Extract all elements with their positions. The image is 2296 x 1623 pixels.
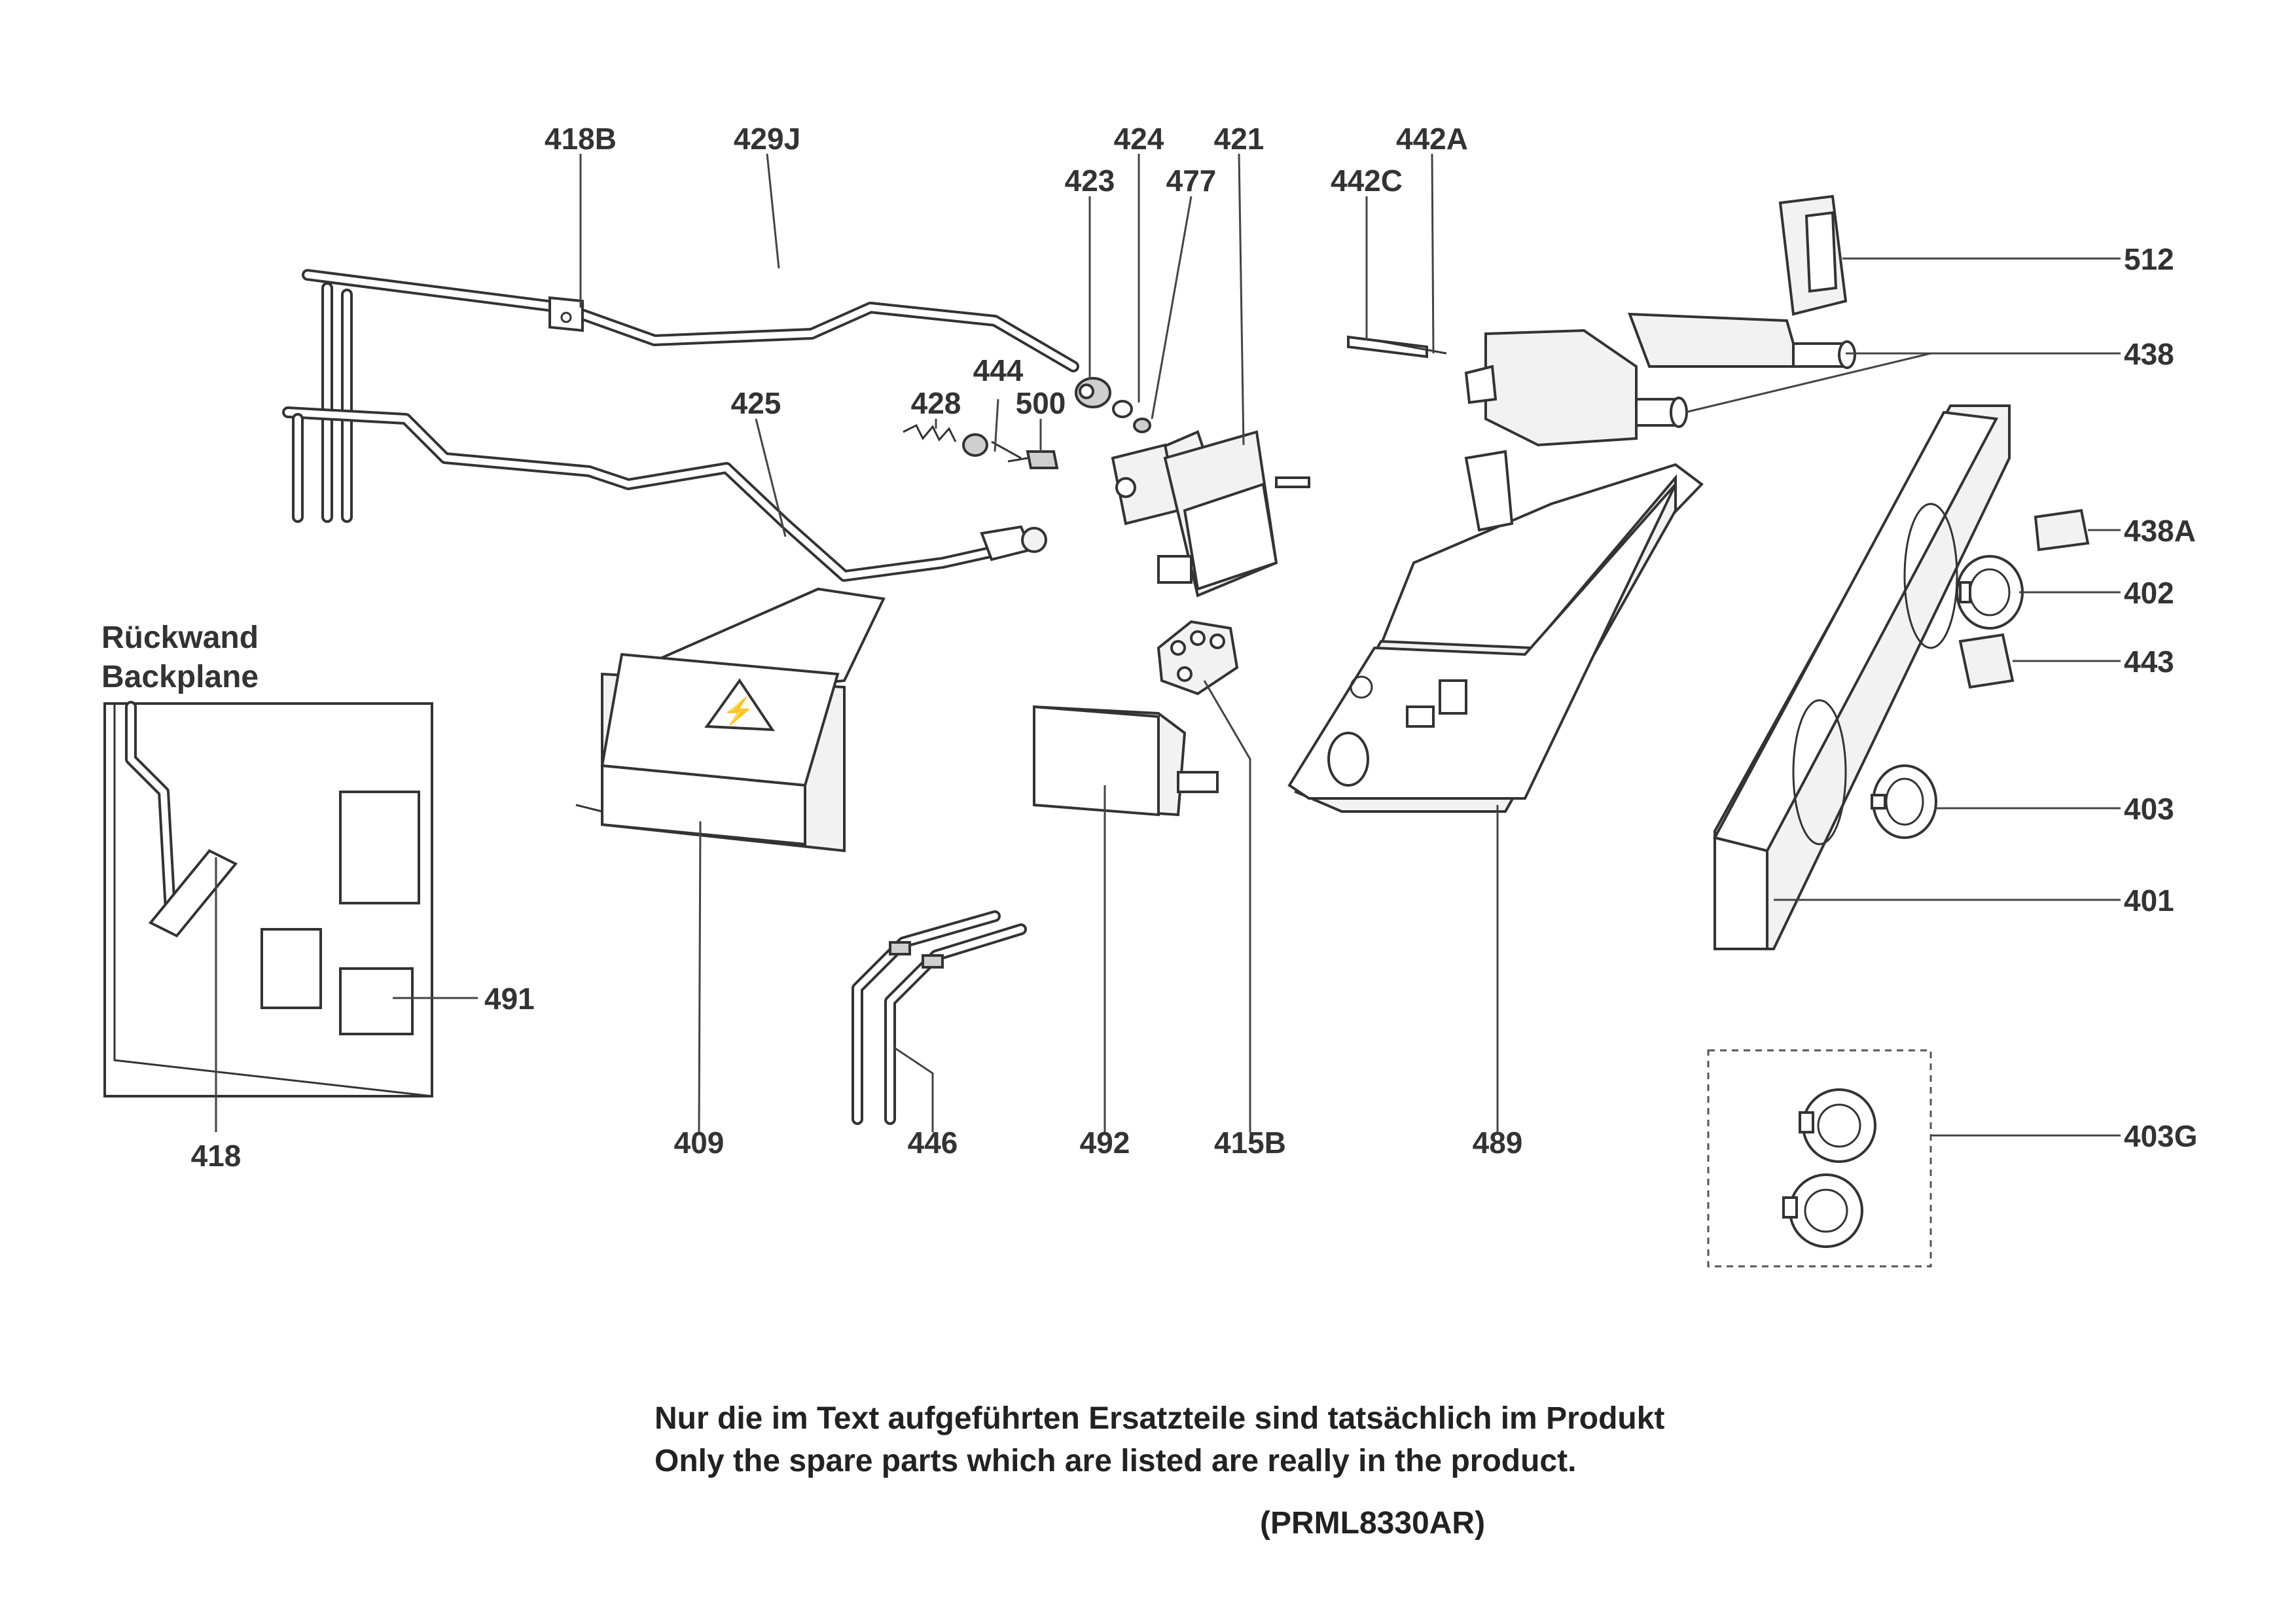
label-421: 421: [1214, 122, 1265, 156]
label-401: 401: [2124, 883, 2174, 918]
insert-500: [1007, 450, 1059, 469]
label-489: 489: [1473, 1126, 1523, 1160]
label-425: 425: [731, 386, 781, 420]
label-444: 444: [973, 353, 1024, 387]
gas-valve-421: [1111, 430, 1310, 597]
cables-446: [852, 910, 1027, 1125]
note-de: Nur die im Text aufgeführten Ersatzteile…: [655, 1401, 1665, 1436]
terminal-block-415b: [1157, 620, 1239, 696]
label-442a: 442A: [1396, 122, 1468, 156]
knob-set-403g: [1707, 1049, 1932, 1268]
spring-428: [903, 423, 957, 442]
microswitch-492: [1033, 705, 1219, 817]
label-415b: 415B: [1214, 1126, 1286, 1160]
label-492: 492: [1080, 1126, 1130, 1160]
cover-512: [1778, 194, 1848, 316]
control-board-489: [1287, 450, 1704, 813]
tube-425: [282, 406, 1047, 582]
label-443: 443: [2124, 645, 2174, 679]
label-477: 477: [1166, 164, 1217, 198]
note-en: Only the spare parts which are listed ar…: [655, 1444, 1577, 1478]
control-panel-401: [1713, 404, 2011, 950]
model-number: (PRML8330AR): [1260, 1506, 1486, 1541]
part-labels: 418B 429J 424 421 442A 423 477 442C 512 …: [191, 122, 2198, 1173]
label-423: 423: [1065, 164, 1115, 198]
nut-444: [962, 433, 1022, 459]
label-403g: 403G: [2124, 1119, 2198, 1153]
label-418b: 418B: [545, 122, 617, 156]
electrode-442a: [1374, 339, 1447, 355]
nut-423: [1075, 377, 1111, 408]
switch-block-438: [1464, 312, 1856, 447]
label-491: 491: [484, 982, 535, 1016]
inset-title-en: Backplane: [101, 660, 259, 694]
label-424: 424: [1114, 122, 1164, 156]
knob-443: [1958, 633, 2015, 689]
backplane-inset: Rückwand Backplane: [101, 620, 433, 1097]
svg-text:⚡: ⚡: [722, 696, 755, 726]
label-428: 428: [911, 386, 961, 420]
label-409: 409: [674, 1126, 725, 1160]
inset-title-de: Rückwand: [101, 620, 259, 655]
label-512: 512: [2124, 242, 2174, 276]
cap-438a: [2034, 508, 2090, 552]
label-402: 402: [2124, 576, 2174, 610]
knob-403: [1871, 764, 1937, 839]
ring-424: [1112, 400, 1133, 418]
olive-477: [1133, 418, 1151, 433]
label-418: 418: [191, 1139, 242, 1173]
label-446: 446: [908, 1126, 958, 1160]
label-429j: 429J: [734, 122, 800, 156]
label-403: 403: [2124, 792, 2174, 826]
knob-402: [1956, 555, 2024, 630]
label-438: 438: [2124, 337, 2174, 371]
label-438a: 438A: [2124, 514, 2196, 548]
label-500: 500: [1016, 386, 1066, 420]
leader-lines: [215, 153, 2121, 1137]
ignition-lead-442c: [1347, 335, 1428, 359]
bracket-418b: [548, 296, 584, 332]
heat-shield-409: ⚡: [575, 587, 886, 853]
label-442c: 442C: [1331, 164, 1403, 198]
